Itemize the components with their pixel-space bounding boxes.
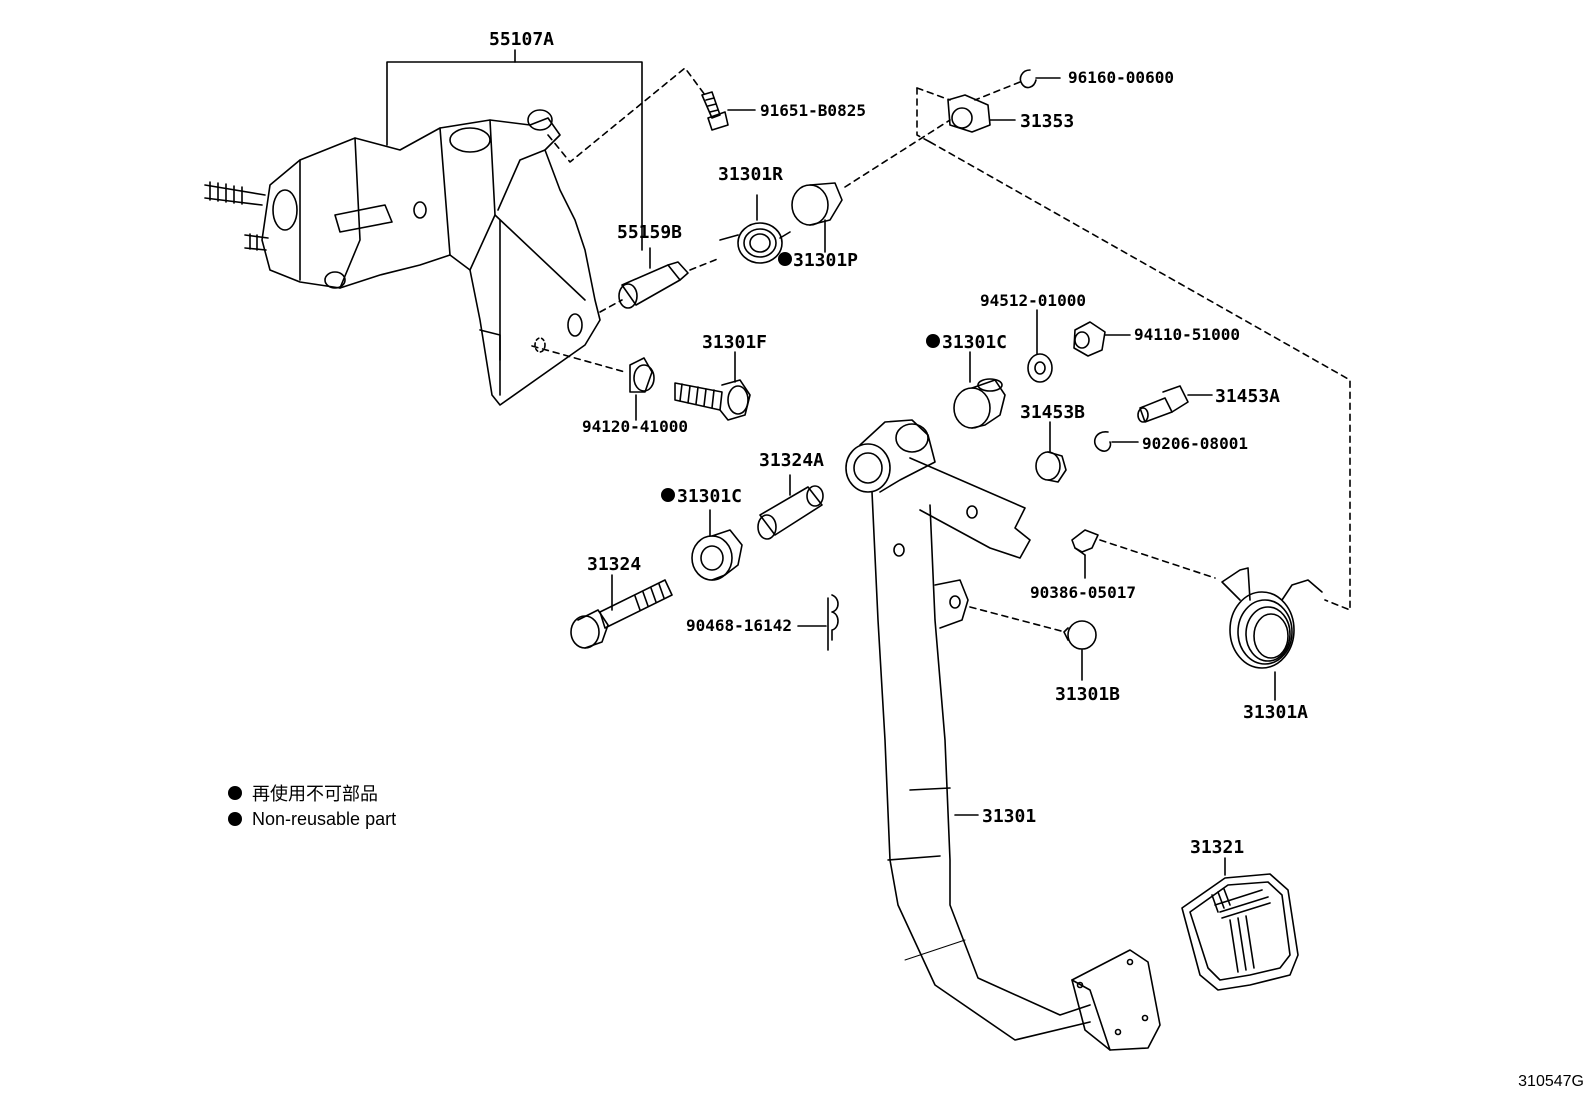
nut-94110	[1073, 321, 1131, 357]
cap-31301B	[1063, 620, 1097, 681]
figure-number: 310547G	[1518, 1073, 1584, 1090]
label-31453A: 31453A	[1215, 386, 1280, 407]
label-31301R: 31301R	[718, 164, 783, 185]
label-31301C-lower: 31301C	[677, 486, 742, 507]
collar-94120	[629, 357, 655, 421]
label-94512: 94512-01000	[980, 291, 1086, 310]
pedal-pad-31321	[1181, 857, 1299, 991]
non-reusable-marker	[926, 334, 940, 348]
bushing-31301P	[791, 182, 843, 253]
legend-row-en: Non-reusable part	[228, 806, 396, 832]
clip-96160	[1019, 69, 1061, 89]
bolt-91651	[701, 91, 756, 131]
legend: 再使用不可部品 Non-reusable part	[228, 780, 396, 832]
label-31301B: 31301B	[1055, 684, 1120, 705]
label-90386: 90386-05017	[1030, 583, 1136, 602]
label-91651: 91651-B0825	[760, 101, 866, 120]
bullet-icon	[228, 786, 242, 800]
bolt-31301F	[674, 351, 751, 421]
legend-text-en: Non-reusable part	[252, 808, 397, 829]
clip-90206	[1093, 431, 1139, 452]
label-31301C-upper: 31301C	[942, 332, 1007, 353]
label-96160: 96160-00600	[1068, 68, 1174, 87]
nut-31353	[947, 94, 1016, 133]
label-31301A: 31301A	[1243, 702, 1308, 723]
legend-row-jp: 再使用不可部品	[228, 780, 396, 806]
spring-31301A	[1221, 567, 1323, 701]
bolt-31324	[570, 574, 673, 649]
label-31453B: 31453B	[1020, 402, 1085, 423]
pin-31324A	[757, 474, 824, 540]
washer-94512	[1027, 309, 1053, 383]
label-31353: 31353	[1020, 111, 1074, 132]
non-reusable-marker	[661, 488, 675, 502]
label-55159B: 55159B	[617, 222, 682, 243]
spring-31301R	[719, 194, 791, 264]
label-31301P: 31301P	[793, 250, 858, 271]
label-90206: 90206-08001	[1142, 434, 1248, 453]
label-94110: 94110-51000	[1134, 325, 1240, 344]
label-90468: 90468-16142	[686, 616, 792, 635]
bullet-icon	[228, 812, 242, 826]
non-reusable-marker	[778, 252, 792, 266]
label-94120: 94120-41000	[582, 417, 688, 436]
bushing-31301C-lower	[691, 509, 743, 581]
bracket-55107A	[204, 109, 601, 406]
clip-90386	[1071, 529, 1099, 579]
label-55107A: 55107A	[489, 29, 554, 50]
bushing-31301C-upper	[953, 351, 1006, 429]
label-31324A: 31324A	[759, 450, 824, 471]
pin-55159B	[618, 247, 689, 309]
label-31321: 31321	[1190, 837, 1244, 858]
cotter-pin-90468	[797, 594, 839, 651]
label-31301F: 31301F	[702, 332, 767, 353]
label-31324: 31324	[587, 554, 641, 575]
label-31301: 31301	[982, 806, 1036, 827]
legend-text-jp: 再使用不可部品	[252, 784, 378, 804]
pedal-arm-31301	[845, 419, 1161, 1051]
collar-31453B	[1035, 421, 1067, 483]
bolt-31453A	[1137, 385, 1213, 423]
